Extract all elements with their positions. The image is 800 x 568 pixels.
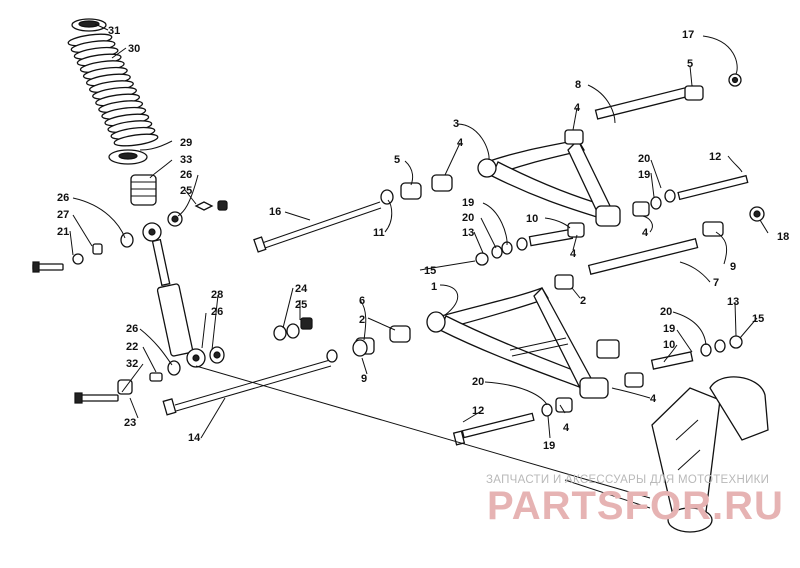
shock-body — [156, 283, 194, 357]
callout-4: 4 — [650, 393, 657, 405]
callout-16: 16 — [269, 206, 281, 218]
callout-5: 5 — [394, 154, 400, 166]
callout-labels: 31 30 29 33 26 25 26 27 21 16 11 5 4 3 4… — [57, 25, 789, 452]
upper-a-arm — [477, 138, 621, 227]
coil-spring — [67, 33, 159, 147]
callout-32: 32 — [126, 358, 138, 370]
callout-21: 21 — [57, 226, 69, 238]
steering-spindle — [651, 376, 769, 533]
callout-15: 15 — [424, 265, 436, 277]
callout-26: 26 — [57, 192, 69, 204]
callout-19: 19 — [462, 197, 474, 209]
callout-26: 26 — [180, 169, 192, 181]
callout-14: 14 — [188, 432, 201, 444]
callout-11: 11 — [373, 227, 385, 239]
callout-24: 24 — [295, 283, 308, 295]
callout-4: 4 — [563, 422, 570, 434]
upper-arm-hardware — [380, 73, 765, 290]
callout-2: 2 — [580, 295, 586, 307]
callout-4: 4 — [570, 248, 577, 260]
callout-25: 25 — [180, 185, 192, 197]
callout-13: 13 — [727, 296, 739, 308]
callout-8: 8 — [575, 79, 581, 91]
callout-25: 25 — [295, 299, 307, 311]
callout-20: 20 — [638, 153, 650, 165]
callout-4: 4 — [457, 137, 464, 149]
spring-coil — [113, 133, 159, 147]
callout-27: 27 — [57, 209, 69, 221]
callout-19: 19 — [638, 169, 650, 181]
lower-mount-hardware — [74, 317, 313, 404]
leader-lines — [69, 23, 769, 509]
callout-18: 18 — [777, 231, 789, 243]
callout-4: 4 — [574, 102, 581, 114]
watermark-logo: PARTSFOR.RU — [487, 484, 784, 528]
callout-28: 28 — [211, 289, 223, 301]
callout-26: 26 — [126, 323, 138, 335]
callout-7: 7 — [713, 277, 719, 289]
callout-6: 6 — [359, 295, 365, 307]
callout-4: 4 — [642, 227, 649, 239]
callout-10: 10 — [526, 213, 538, 225]
callout-3: 3 — [453, 118, 459, 130]
callout-1: 1 — [431, 281, 437, 293]
callout-15: 15 — [752, 313, 764, 325]
callout-33: 33 — [180, 154, 192, 166]
callout-31: 31 — [108, 25, 120, 37]
callout-20: 20 — [462, 212, 474, 224]
callout-30: 30 — [128, 43, 140, 55]
callout-22: 22 — [126, 341, 138, 353]
callout-17: 17 — [682, 29, 694, 41]
callout-9: 9 — [730, 261, 736, 273]
callout-26: 26 — [211, 306, 223, 318]
callout-5: 5 — [687, 58, 693, 70]
callout-29: 29 — [180, 137, 192, 149]
lower-arm-hardware — [326, 325, 743, 446]
shock-absorber-assembly — [67, 18, 206, 368]
long-bolt-14 — [162, 359, 332, 416]
callout-2: 2 — [359, 314, 365, 326]
callout-10: 10 — [663, 339, 675, 351]
callout-12: 12 — [472, 405, 484, 417]
callout-20: 20 — [472, 376, 484, 388]
bump-stop — [130, 174, 157, 206]
lower-a-arm — [426, 286, 620, 399]
callout-12: 12 — [709, 151, 721, 163]
callout-13: 13 — [462, 227, 474, 239]
callout-9: 9 — [361, 373, 367, 385]
callout-19: 19 — [543, 440, 555, 452]
long-bolt-16 — [253, 201, 382, 253]
watermark-caption: ЗАПЧАСТИ И АКСЕССУАРЫ ДЛЯ МОТОТЕХНИКИ — [486, 474, 770, 486]
callout-19: 19 — [663, 323, 675, 335]
callout-23: 23 — [124, 417, 136, 429]
callout-20: 20 — [660, 306, 672, 318]
